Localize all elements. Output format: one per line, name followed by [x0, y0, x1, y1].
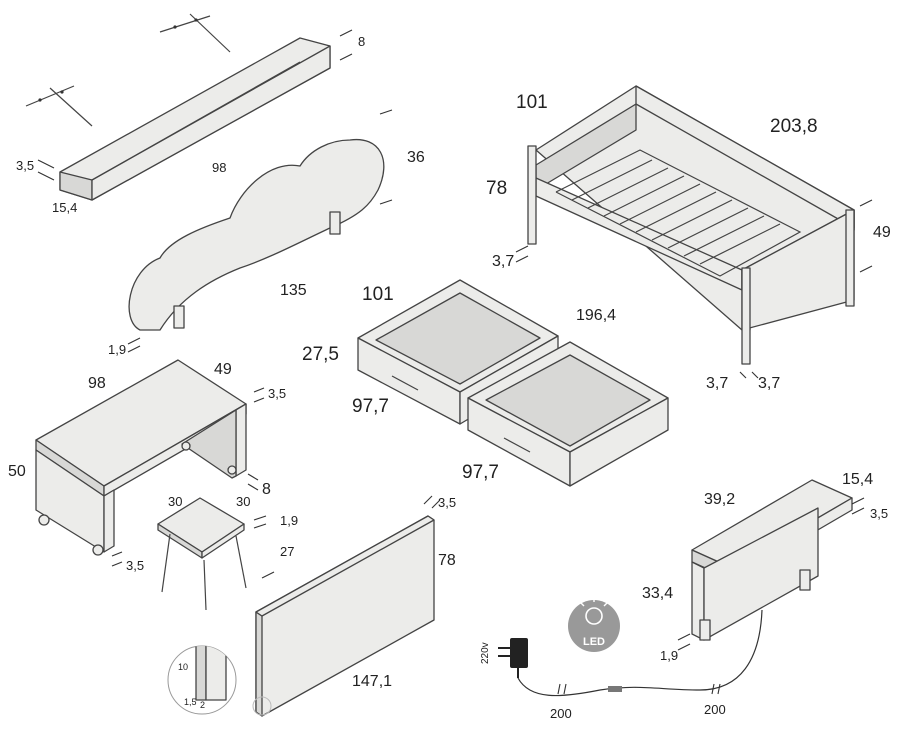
plug-icon — [498, 638, 528, 678]
bed-slats — [555, 149, 802, 277]
bracket-icon — [159, 13, 231, 53]
light-height-label: 33,4 — [642, 585, 673, 602]
desk-side-label: 8 — [262, 481, 271, 498]
desk-depth-label: 49 — [214, 361, 232, 378]
light-thickness-label: 3,5 — [870, 506, 888, 521]
voltage-label: 220v — [480, 642, 491, 664]
desk-foot-label: 3,5 — [126, 558, 144, 573]
bed-leg-label: 3,7 — [492, 253, 514, 270]
bed-leg-a-label: 3,7 — [706, 375, 728, 392]
shelf-length-label: 15,4 — [52, 200, 77, 215]
drawer-right — [467, 341, 669, 487]
cable-1-label: 200 — [550, 706, 572, 721]
light-width-label: 39,2 — [704, 491, 735, 508]
detail-15-label: 1,5 — [184, 697, 197, 707]
detail-2-label: 2 — [200, 700, 205, 710]
led-bulb-icon: LED — [568, 596, 620, 652]
bed-head-height-label: 78 — [486, 178, 507, 199]
led-label: LED — [583, 636, 605, 648]
light-depth-label: 15,4 — [842, 471, 873, 488]
bed-frame — [527, 85, 855, 365]
headboard-thickness-label: 1,9 — [108, 342, 126, 357]
panel-thickness-label: 3,5 — [438, 495, 456, 510]
detail-callout — [167, 645, 272, 716]
desk-width-label: 98 — [88, 375, 106, 392]
stool — [157, 497, 247, 611]
bed-width-label: 101 — [516, 92, 548, 113]
desk — [35, 359, 247, 556]
headboard-width-label: 135 — [280, 282, 307, 299]
wall-panel — [255, 515, 435, 717]
shelf-depth-label: 8 — [358, 34, 365, 49]
bed-length-label: 203,8 — [770, 116, 818, 137]
shelf-height-label: 3,5 — [16, 158, 34, 173]
drawer-length-label: 196,4 — [576, 307, 616, 324]
stool-width-label: 30 — [168, 494, 182, 509]
bed-leg-b-label: 3,7 — [758, 375, 780, 392]
drawer-depth-1-label: 97,7 — [352, 396, 389, 417]
desk-top-thickness-label: 3,5 — [268, 386, 286, 401]
detail-10-label: 10 — [178, 662, 188, 672]
stool-depth-label: 30 — [236, 494, 250, 509]
panel-width-label: 147,1 — [352, 673, 392, 690]
stool-top-label: 1,9 — [280, 513, 298, 528]
cloud-headboard — [128, 138, 385, 331]
stool-height-label: 27 — [280, 544, 294, 559]
drawer-width-label: 101 — [362, 284, 394, 305]
desk-height-label: 50 — [8, 463, 26, 480]
drawer-height-label: 27,5 — [302, 344, 339, 365]
bed-side-height-label: 49 — [873, 224, 891, 241]
headboard-height-label: 36 — [407, 149, 425, 166]
drawer-depth-2-label: 97,7 — [462, 462, 499, 483]
power-cable — [517, 609, 763, 697]
panel-height-label: 78 — [438, 552, 456, 569]
wall-shelf — [59, 37, 331, 201]
bracket-icon — [25, 85, 93, 127]
shelf-width-label: 98 — [212, 160, 226, 175]
light-panel-thickness-label: 1,9 — [660, 648, 678, 663]
light-shelf — [691, 479, 853, 641]
cable-2-label: 200 — [704, 702, 726, 717]
